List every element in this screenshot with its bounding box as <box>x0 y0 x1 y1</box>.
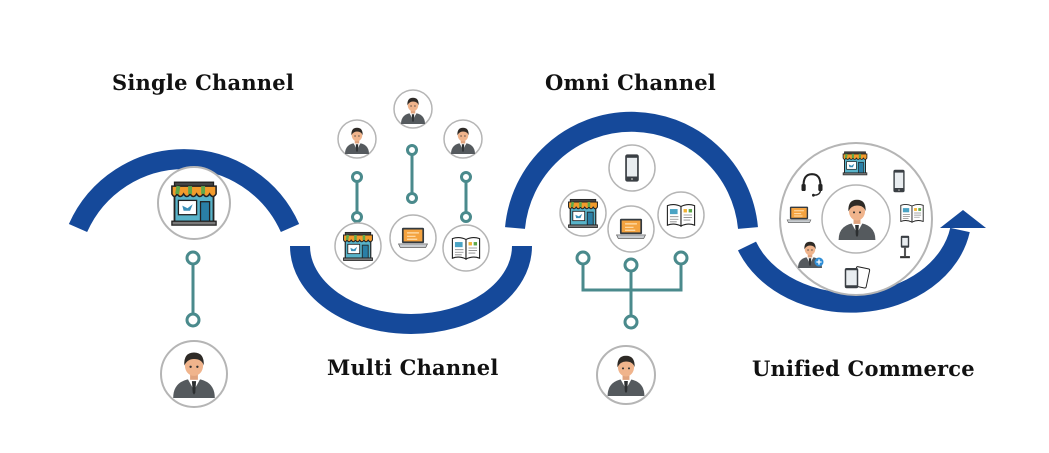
omni-channel-arc <box>505 111 758 229</box>
stage-label-omni-channel: Omni Channel <box>545 70 716 95</box>
omni-channel-catalog <box>657 191 705 239</box>
laptop-icon <box>786 206 812 224</box>
store-icon <box>567 198 599 229</box>
multi-channel-store <box>334 222 382 270</box>
omni-channel-smartphone <box>608 144 656 192</box>
multi-channel-customer-3 <box>443 119 483 159</box>
connectors <box>185 144 689 330</box>
multi-channel-laptop <box>389 214 437 262</box>
omni-channel-laptop <box>607 205 655 253</box>
catalog-icon <box>666 204 696 227</box>
laptop-icon <box>397 227 429 248</box>
stage-label-unified-commerce: Unified Commerce <box>752 356 975 381</box>
multi-channel-arc <box>290 245 532 334</box>
unified-commerce-arc <box>737 227 970 313</box>
single-channel-arc <box>68 149 300 233</box>
single-channel-customer <box>160 340 228 408</box>
store-icon <box>169 180 219 228</box>
single-channel-store <box>157 166 231 240</box>
stage-label-single-channel: Single Channel <box>112 70 295 95</box>
catalog-icon <box>451 237 481 260</box>
journey-path <box>68 111 970 334</box>
unified-commerce-hub <box>779 142 933 296</box>
smartphone-icon <box>893 169 905 193</box>
stage-label-multi-channel: Multi Channel <box>327 355 499 380</box>
catalog-icon <box>900 203 924 223</box>
store-icon <box>342 231 374 262</box>
multi-channel-catalog <box>442 224 490 272</box>
laptop-icon <box>615 218 647 239</box>
tablet-icon <box>844 265 871 289</box>
multi-channel-customer-2 <box>393 89 433 129</box>
omni-channel-store <box>559 189 607 237</box>
arrow-head-icon <box>940 210 986 228</box>
omni-channel-customer <box>596 345 656 405</box>
multi-channel-customer-1 <box>337 119 377 159</box>
smartphone-icon <box>625 154 639 182</box>
store-icon <box>842 150 868 176</box>
